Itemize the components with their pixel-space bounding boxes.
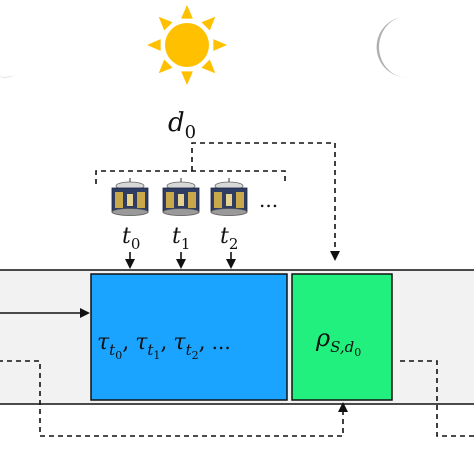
dashed-link-to-green (191, 142, 340, 261)
rho-box (291, 273, 393, 401)
sun-ray (181, 71, 193, 85)
sun-ray (158, 59, 173, 74)
sun-ray (147, 39, 161, 51)
output-dashed (400, 360, 474, 437)
moon-icon-left (0, 75, 16, 78)
satellite-icon (162, 178, 200, 216)
satellite-icon (111, 178, 149, 216)
sat-label-t2: t2 (220, 224, 238, 253)
moon-shape (376, 17, 412, 78)
sun-icon (147, 5, 227, 85)
satellite-group-bracket (95, 170, 286, 184)
sun-ray (213, 39, 227, 51)
sun-disc (165, 23, 209, 67)
sat-label-t1: t1 (172, 224, 190, 253)
moon-icon-right (376, 17, 412, 78)
label-d0: d0 (168, 108, 196, 143)
rho-box-label: ρS,d0 (315, 324, 361, 359)
satellite-icon (210, 178, 248, 216)
tau-box (90, 273, 288, 401)
moon-shape (0, 75, 16, 78)
sun-ray (158, 16, 173, 31)
feedback-loop-dashed (0, 360, 348, 437)
sun-ray (201, 59, 216, 74)
tau-box-label: τt0,τt1,τt2,... (97, 330, 231, 362)
sun-ray (181, 5, 193, 19)
sun-ray (201, 16, 216, 31)
satellite-more: ... (259, 188, 278, 212)
sat-label-t0: t0 (122, 224, 140, 253)
